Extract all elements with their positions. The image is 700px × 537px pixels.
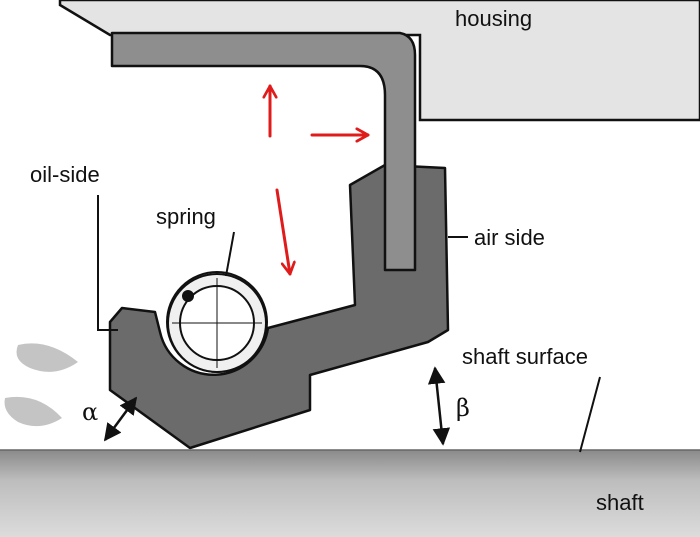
- beta-label: β: [456, 394, 470, 422]
- spring-label: spring: [156, 204, 216, 229]
- housing-label: housing: [455, 6, 532, 31]
- spring-leader: [225, 231, 235, 277]
- force-arrow-down: [275, 188, 290, 276]
- shaft-surface-label: shaft surface: [462, 344, 588, 369]
- housing-body: [58, 0, 700, 122]
- oil-side-leader: [97, 195, 118, 331]
- air-side-label: air side: [474, 225, 545, 250]
- oil-side-label: oil-side: [30, 162, 100, 187]
- leader-lines: [97, 195, 601, 453]
- shaft-body: [0, 450, 700, 537]
- shaft-surface-leader: [579, 376, 601, 453]
- beta-dimension-arrow: [427, 366, 451, 446]
- metal-case: [110, 31, 417, 272]
- oil-drops-icon: [4, 343, 78, 427]
- alpha-dimension-arrow: [103, 396, 138, 442]
- force-arrows: [270, 84, 370, 276]
- alpha-label: α: [82, 398, 98, 426]
- spring-icon: [167, 273, 267, 373]
- shaft-label: shaft: [596, 490, 644, 515]
